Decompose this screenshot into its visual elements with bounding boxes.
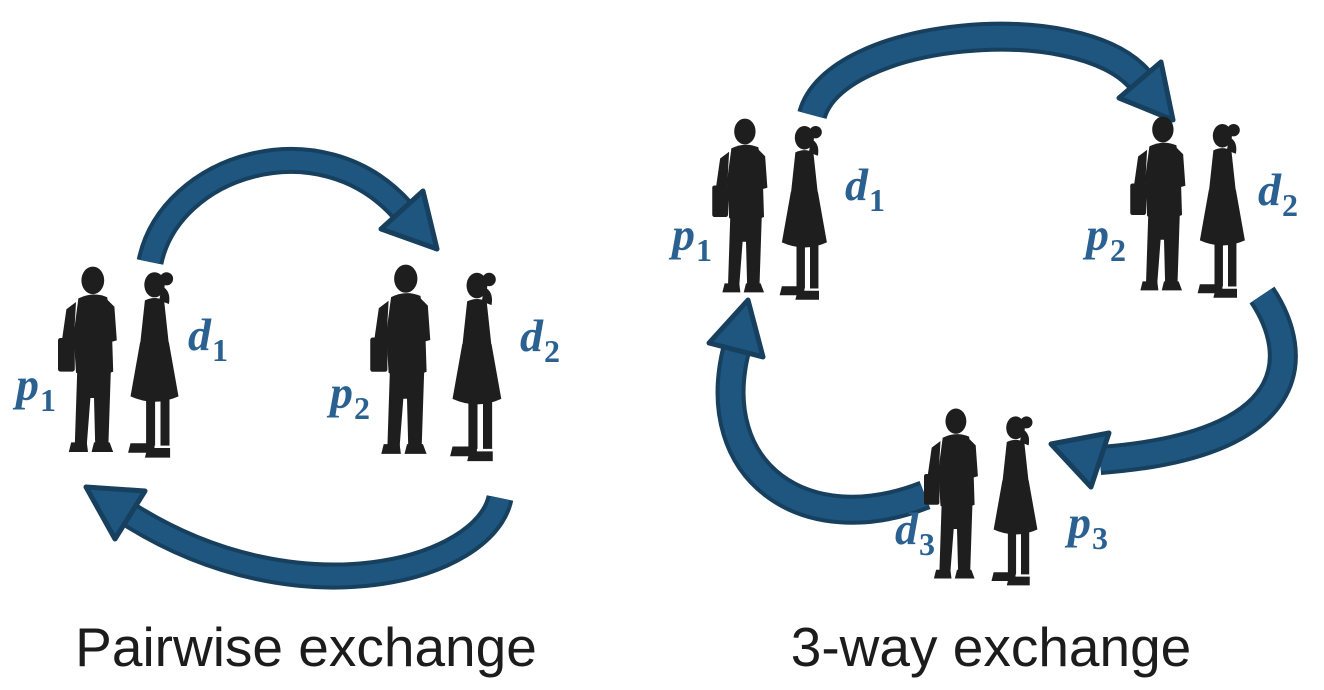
pairwise-label-d2: d2	[520, 310, 560, 369]
threeway-label-d3: d3	[895, 503, 935, 562]
threeway-pair-2	[1130, 116, 1266, 300]
pairwise-label-p1: p1	[16, 359, 56, 418]
pairwise-label-d1: d1	[188, 309, 228, 368]
threeway-label-d2: d2	[1258, 164, 1298, 223]
threeway-label-d1: d1	[845, 159, 885, 218]
woman-silhouette-icon	[444, 268, 522, 464]
pairwise-arrow-pair1-to-pair2	[136, 147, 440, 266]
woman-silhouette-icon	[986, 412, 1056, 588]
pairwise-pair-2	[370, 264, 520, 464]
pairwise-pair-1	[58, 266, 200, 462]
man-silhouette-icon	[58, 266, 130, 458]
pairwise-caption: Pairwise exchange	[75, 616, 537, 678]
threeway-arrow-pair2-to-pair3	[1048, 286, 1298, 490]
threeway-label-p2: p2	[1086, 209, 1126, 268]
threeway-caption: 3-way exchange	[790, 616, 1192, 678]
man-silhouette-icon	[712, 118, 780, 298]
man-silhouette-icon	[1130, 116, 1198, 296]
pairwise-arrow-pair2-to-pair1	[83, 484, 514, 590]
threeway-arrow-pair3-to-pair1	[706, 297, 931, 525]
threeway-label-p1: p1	[672, 209, 712, 268]
man-silhouette-icon	[370, 264, 444, 460]
threeway-label-p3: p3	[1068, 497, 1108, 556]
threeway-arrow-pair1-to-pair2	[797, 21, 1176, 123]
threeway-pair-3	[924, 408, 1058, 588]
woman-silhouette-icon	[774, 122, 846, 302]
woman-silhouette-icon	[1192, 120, 1264, 300]
threeway-pair-1	[712, 118, 848, 302]
pairwise-label-p2: p2	[330, 367, 370, 426]
